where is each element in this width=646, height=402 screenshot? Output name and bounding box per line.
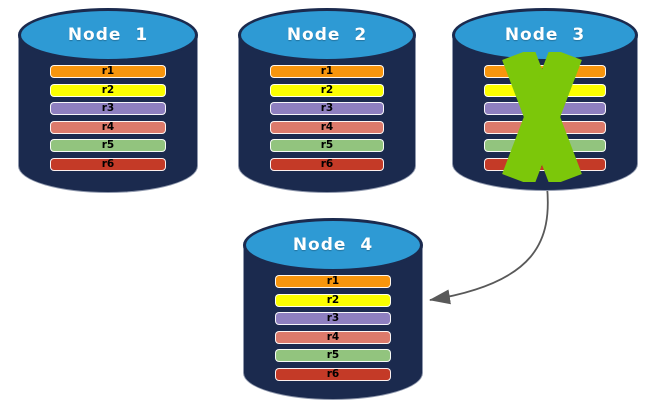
replica-row-r3: r3 xyxy=(275,312,391,325)
replica-row-r2: r2 xyxy=(270,83,384,97)
cylinder-top: Node 2 xyxy=(238,8,416,62)
replica-rows: r1 r2 r3 r4 r5 r6 xyxy=(270,65,384,176)
node-4: Node 4 r1 r2 r3 r4 r5 r6 xyxy=(243,218,423,400)
replica-row-r1: r1 xyxy=(275,275,391,288)
replica-row-r1: r1 xyxy=(50,65,166,78)
replica-row-r3: r3 xyxy=(270,102,384,115)
replica-row-r5: r5 xyxy=(275,349,391,362)
node-2: Node 2 r1 r2 r3 r4 r5 r6 xyxy=(238,8,416,193)
replica-row-r1: r1 xyxy=(270,65,384,78)
failure-cross-icon xyxy=(502,52,582,182)
node-3: Node 3 r1 r2 r3 r4 r5 r6 xyxy=(452,8,638,191)
node-title: Node 3 xyxy=(504,25,586,45)
node-title: Node 2 xyxy=(286,25,368,45)
node-title: Node 1 xyxy=(67,25,149,45)
replica-row-r6: r6 xyxy=(270,157,384,171)
cylinder-top: Node 4 xyxy=(243,218,423,272)
cylinder-top: Node 3 xyxy=(452,8,638,62)
replica-row-r4: r4 xyxy=(270,120,384,134)
replica-row-r6: r6 xyxy=(50,157,166,171)
replica-row-r2: r2 xyxy=(50,83,166,97)
cylinder-top: Node 1 xyxy=(18,8,198,62)
node-1: Node 1 r1 r2 r3 r4 r5 r6 xyxy=(18,8,198,193)
replica-row-r5: r5 xyxy=(50,139,166,152)
replica-row-r3: r3 xyxy=(50,102,166,115)
arrow-curve xyxy=(429,185,549,305)
replica-row-r2: r2 xyxy=(275,293,391,307)
replica-rows: r1 r2 r3 r4 r5 r6 xyxy=(50,65,166,176)
replica-row-r4: r4 xyxy=(275,330,391,344)
replica-row-r6: r6 xyxy=(275,367,391,381)
node-title: Node 4 xyxy=(292,235,374,255)
replica-rows: r1 r2 r3 r4 r5 r6 xyxy=(275,275,391,386)
cross-stroke xyxy=(502,52,582,182)
replica-row-r5: r5 xyxy=(270,139,384,152)
replica-row-r4: r4 xyxy=(50,120,166,134)
